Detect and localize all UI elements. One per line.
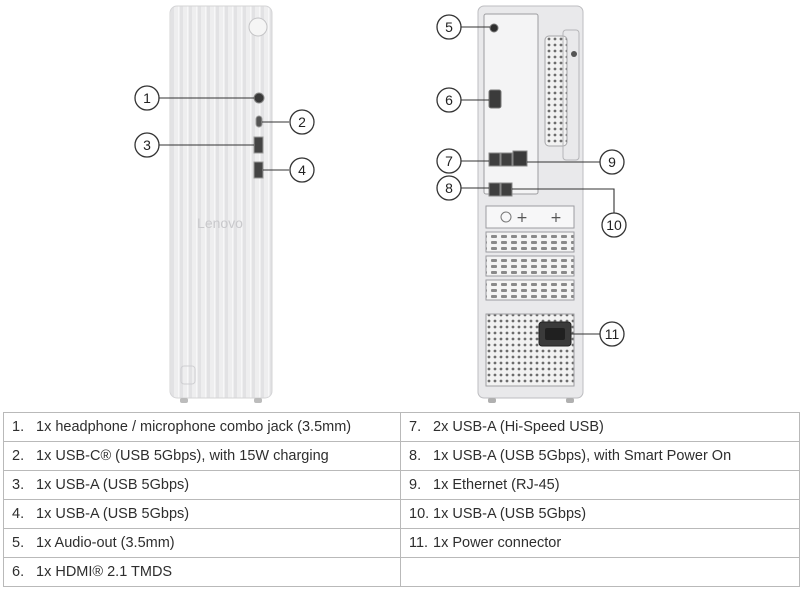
- svg-text:1: 1: [143, 90, 151, 106]
- port-2-usb-c: [255, 115, 263, 128]
- table-cell: 5. 1x Audio-out (3.5mm): [3, 528, 401, 558]
- port-6-hdmi: [488, 89, 502, 109]
- callout-7: 7: [436, 148, 462, 174]
- table-cell: 1. 1x headphone / microphone combo jack (…: [3, 412, 401, 442]
- item-number: 2.: [12, 448, 25, 464]
- table-cell: 2. 1x USB-C® (USB 5Gbps), with 15W chargi…: [3, 441, 401, 471]
- expansion-slot-1: [485, 205, 575, 229]
- brand-logo: Lenovo: [197, 215, 243, 231]
- leader-lines: [159, 26, 615, 335]
- item-label: 1x HDMI® 2.1 TMDS: [36, 564, 173, 580]
- port-3-usb-a: [253, 136, 264, 154]
- svg-text:10: 10: [606, 217, 622, 233]
- item-label: 1x Ethernet (RJ-45): [433, 477, 560, 493]
- callout-2: 2: [289, 109, 315, 135]
- table-cell-empty: [400, 557, 800, 587]
- table-cell: 10.1x USB-A (USB 5Gbps): [400, 499, 800, 529]
- svg-text:9: 9: [608, 154, 616, 170]
- table-cell: 4. 1x USB-A (USB 5Gbps): [3, 499, 401, 529]
- callout-5: 5: [436, 14, 462, 40]
- port-spec-table: 1. 1x headphone / microphone combo jack (…: [3, 412, 800, 587]
- item-label: 1x headphone / microphone combo jack (3.…: [36, 419, 352, 435]
- item-number: 4.: [12, 506, 25, 522]
- port-1-combo-jack: [253, 92, 265, 104]
- table-row: 4.1x USB-A (USB 5Gbps) 10.1x USB-A (USB …: [3, 499, 800, 529]
- item-number: 8.: [409, 448, 422, 464]
- svg-text:6: 6: [445, 92, 453, 108]
- expansion-slot-2: [485, 231, 575, 253]
- side-vent: [544, 35, 568, 147]
- callouts: 1 2 3 4 5 6 7 8: [134, 14, 627, 347]
- item-label: 1x Audio-out (3.5mm): [36, 535, 175, 551]
- table-cell: 9. 1x Ethernet (RJ-45): [400, 470, 800, 500]
- port-5-audio-out: [489, 23, 499, 33]
- table-cell: 6. 1x HDMI® 2.1 TMDS: [3, 557, 401, 587]
- table-row: 1. 1x headphone / microphone combo jack (…: [3, 412, 800, 442]
- callout-4: 4: [289, 157, 315, 183]
- item-number: 11.: [409, 535, 429, 551]
- svg-text:+: +: [516, 210, 528, 226]
- svg-text:8: 8: [445, 180, 453, 196]
- callout-1: 1: [134, 85, 160, 111]
- callout-10: 10: [601, 212, 627, 238]
- svg-text:7: 7: [445, 153, 453, 169]
- port-10-usb-a: [500, 182, 513, 197]
- item-label: 1x USB-A (USB 5Gbps), with Smart Power O…: [433, 448, 732, 464]
- svg-text:4: 4: [298, 162, 306, 178]
- svg-text:2: 2: [298, 114, 306, 130]
- rear-view: + +: [477, 5, 584, 403]
- callout-6: 6: [436, 87, 462, 113]
- table-row: 2. 1x USB-C® (USB 5Gbps), with 15W chargi…: [3, 441, 800, 471]
- expansion-slot-4: [485, 279, 575, 301]
- item-number: 10.: [409, 506, 430, 522]
- item-number: 1.: [12, 419, 25, 435]
- callout-9: 9: [599, 149, 625, 175]
- table-cell: 3. 1x USB-A (USB 5Gbps): [3, 470, 401, 500]
- callout-11: 11: [599, 321, 625, 347]
- callout-3: 3: [134, 132, 160, 158]
- table-row: 6. 1x HDMI® 2.1 TMDS: [3, 557, 800, 587]
- item-label: 2x USB-A (Hi-Speed USB): [433, 419, 604, 435]
- item-number: 3.: [12, 477, 25, 493]
- port-9-ethernet: [512, 150, 528, 167]
- table-row: 3. 1x USB-A (USB 5Gbps) 9. 1x Ethernet (RJ…: [3, 470, 800, 500]
- table-row: 5. 1x Audio-out (3.5mm) 11.1x Power conne…: [3, 528, 800, 558]
- item-label: 1x USB-A (USB 5Gbps): [36, 506, 190, 522]
- port-8-usb-a: [488, 182, 501, 197]
- table-cell: 8. 1x USB-A (USB 5Gbps), with Smart Power…: [400, 441, 800, 471]
- table-cell: 7. 2x USB-A (Hi-Speed USB): [400, 412, 800, 442]
- power-button: [248, 17, 268, 37]
- callout-8: 8: [436, 175, 462, 201]
- item-number: 7.: [409, 419, 422, 435]
- item-label: 1x Power connector: [433, 535, 562, 551]
- front-chassis: [169, 5, 273, 399]
- svg-text:3: 3: [143, 137, 151, 153]
- svg-text:5: 5: [445, 19, 453, 35]
- diagram-figure: Lenovo + +: [134, 5, 627, 403]
- port-4-usb-a: [253, 161, 264, 179]
- table-cell: 11.1x Power connector: [400, 528, 800, 558]
- port-7-usb-a-lower: [500, 152, 513, 167]
- svg-text:+: +: [550, 210, 562, 226]
- item-number: 6.: [12, 564, 25, 580]
- item-number: 9.: [409, 477, 422, 493]
- expansion-slot-3: [485, 255, 575, 277]
- item-label: 1x USB-C® (USB 5Gbps), with 15W charging: [36, 448, 329, 464]
- front-view: Lenovo: [169, 5, 273, 403]
- front-badge: [180, 365, 196, 385]
- port-7-usb-a-upper: [488, 152, 501, 167]
- item-label: 1x USB-A (USB 5Gbps): [36, 477, 190, 493]
- item-label: 1x USB-A (USB 5Gbps): [433, 506, 587, 522]
- item-number: 5.: [12, 535, 25, 551]
- svg-text:11: 11: [605, 326, 620, 342]
